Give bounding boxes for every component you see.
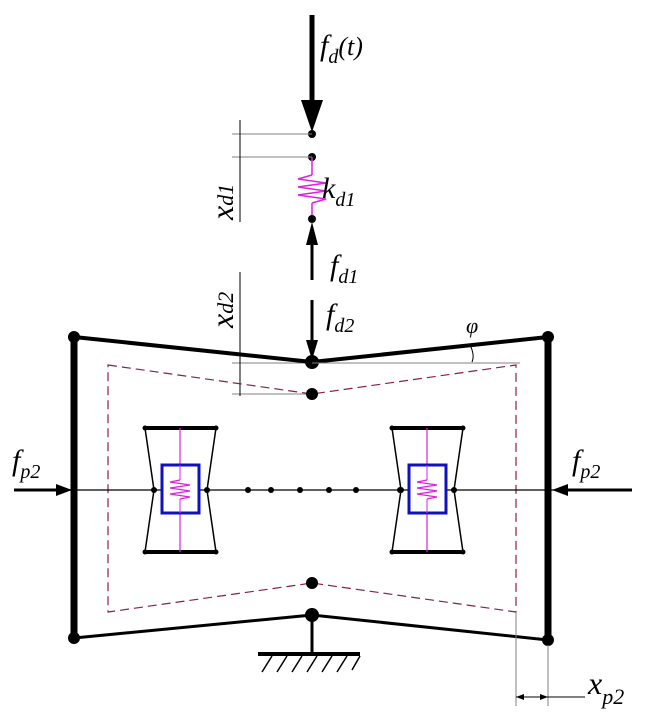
force-arrow-fp2-right xyxy=(552,484,632,496)
force-arrow-fd2 xyxy=(306,300,318,360)
cell-left xyxy=(142,425,219,555)
label-fp2-left: fp2 xyxy=(12,444,40,483)
ground-support xyxy=(258,615,361,673)
node xyxy=(308,215,316,223)
label-xp2: xp2 xyxy=(587,665,624,709)
dimension-xp2 xyxy=(515,612,585,706)
label-fd-t: fd(t) xyxy=(320,29,363,68)
dimension-xd1 xyxy=(232,120,312,222)
force-arrow-fd1 xyxy=(306,222,318,280)
node xyxy=(306,388,318,400)
force-arrow-fp2-left xyxy=(14,484,72,496)
label-fd1: fd1 xyxy=(330,249,358,288)
outer-frame xyxy=(70,335,552,642)
label-fd2: fd2 xyxy=(326,298,354,337)
label-xd2: xd2 xyxy=(204,292,240,329)
dimension-xd2 xyxy=(232,272,312,396)
angle-phi xyxy=(312,344,520,364)
label-phi: φ xyxy=(466,313,478,338)
label-kd1: kd1 xyxy=(322,172,355,211)
label-xd1: xd1 xyxy=(204,184,240,221)
label-fp2-right: fp2 xyxy=(572,444,600,483)
frame-joints xyxy=(68,331,554,646)
node xyxy=(306,577,318,589)
ellipsis-dots xyxy=(245,487,403,493)
force-arrow-fd xyxy=(301,15,323,132)
